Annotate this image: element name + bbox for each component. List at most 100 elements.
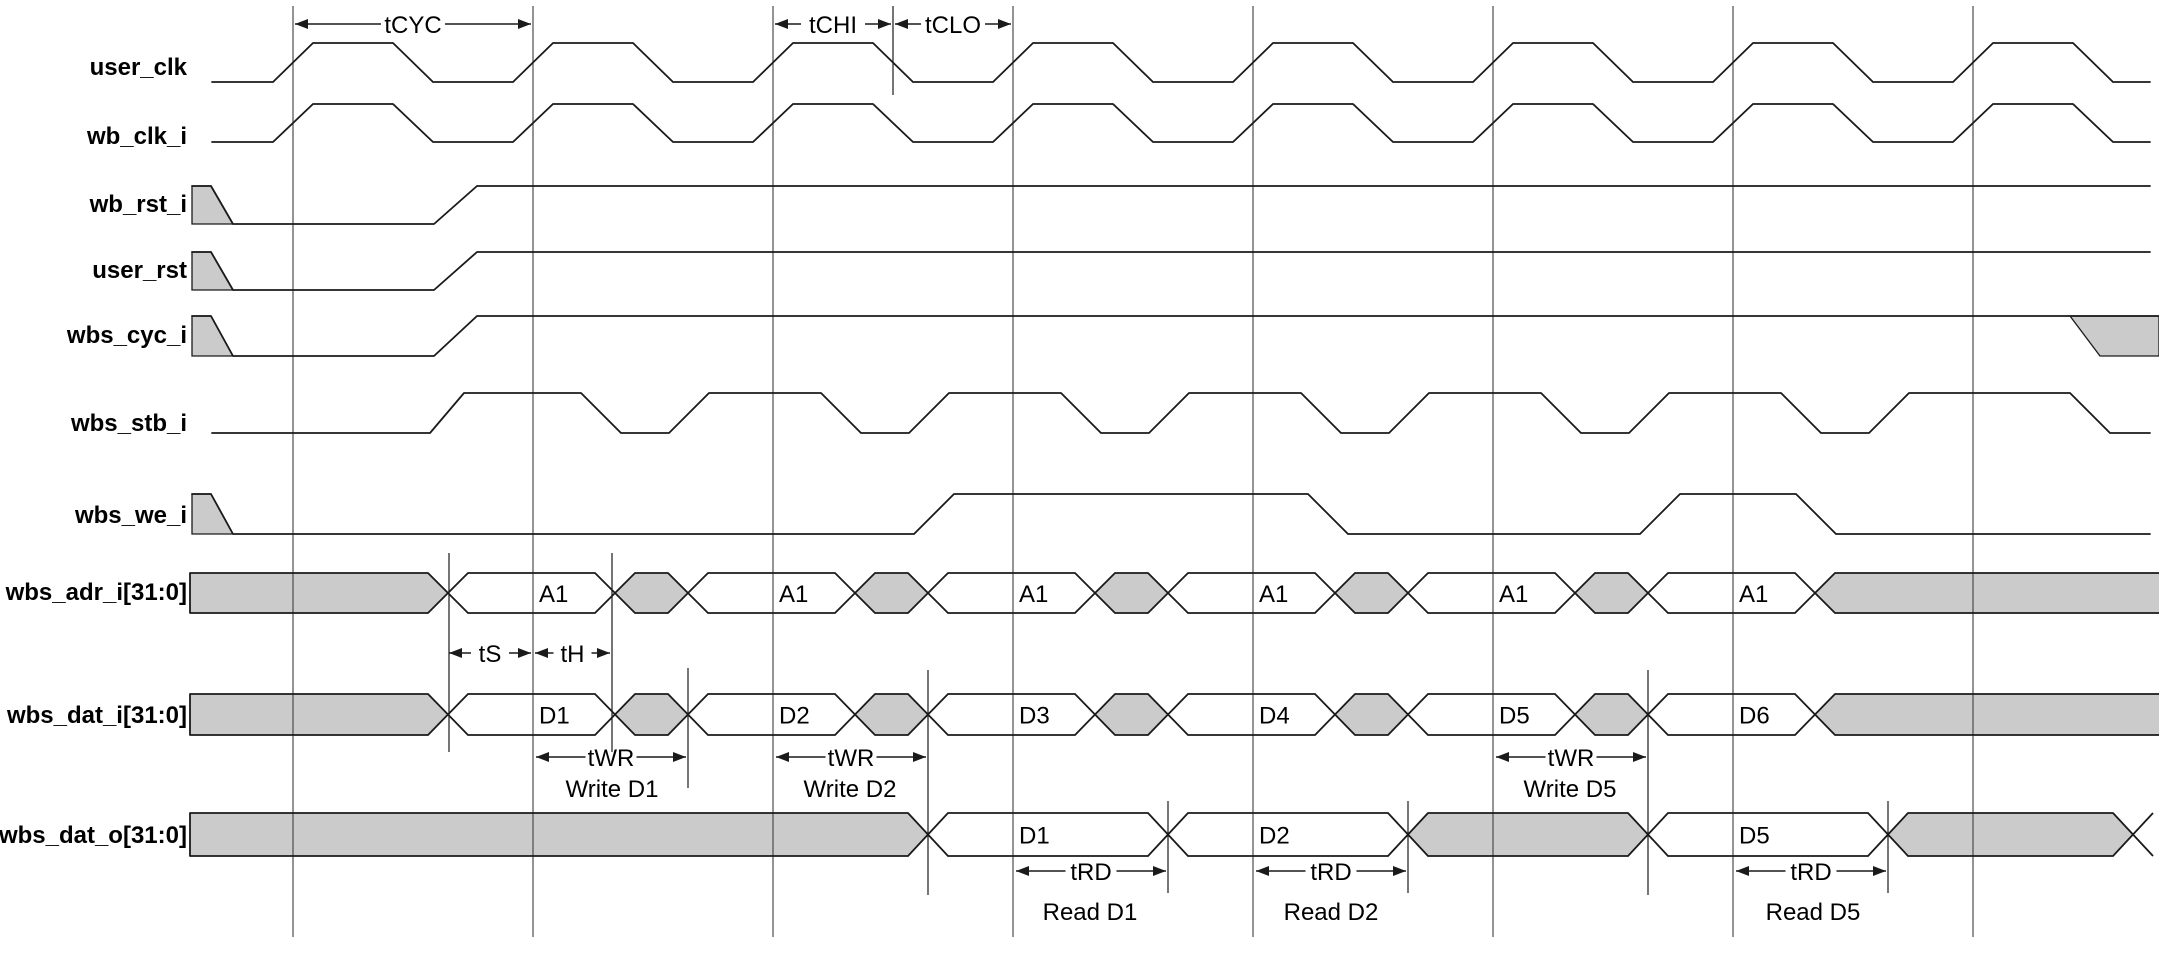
waveform-wbs_stb_i [211,392,2151,434]
signal-waveforms [191,42,2159,535]
bus-valid-fill-wbs_dat_i[31:0] [1168,694,1335,735]
dim-label-tCHI: tCHI [809,12,857,39]
arrowhead-left [536,752,549,762]
bus-valid-fill-wbs_dat_o[31:0] [1648,813,1888,856]
signal-label-wbs_cyc_i: wbs_cyc_i [66,322,187,349]
bus-value-wbs_adr_i[31:0]: A1 [1499,581,1528,608]
dim-label-tS: tS [479,641,502,668]
unknown-wedge-wbs_we_i [191,493,235,535]
bus-unknown-fill-wbs_dat_i[31:0] [615,694,688,735]
note-read-d5: Read D5 [1766,899,1861,926]
bus-value-wbs_dat_o[31:0]: D2 [1259,823,1290,850]
bus-unknown-fill-wbs_dat_i[31:0] [1095,694,1168,735]
signal-label-wbs_stb_i: wbs_stb_i [70,410,187,437]
signal-label-wbs_we_i: wbs_we_i [74,502,187,529]
dimension-tS: tS [449,641,531,668]
bus-open-end-wbs_dat_o[31:0] [2132,812,2154,857]
arrowhead-left [535,648,548,658]
dim-label-tRD: tRD [1070,859,1111,886]
dim-label-tRD: tRD [1310,859,1351,886]
signal-label-wb_clk_i: wb_clk_i [86,123,187,150]
bus-unknown-fill-wbs_adr_i[31:0] [1335,573,1408,613]
bus-outline-wbs_adr_i[31:0] [189,572,449,614]
dim-label-tWR: tWR [588,745,635,772]
bus-unknown-fill-wbs_dat_i[31:0] [1575,694,1648,735]
bus-value-wbs_dat_i[31:0]: D6 [1739,703,1770,730]
bus-unknown-fill-wbs_dat_o[31:0] [1408,813,1648,856]
bus-unknown-fill-wbs_adr_i[31:0] [855,573,928,613]
arrowhead-left [295,19,308,29]
bus-unknown-fill-wbs_adr_i[31:0] [1815,573,2159,613]
arrowhead-right [1393,866,1406,876]
waveform-wb_clk_i [211,103,2151,143]
bus-valid-fill-wbs_dat_i[31:0] [688,694,855,735]
bus-unknown-fill-wbs_adr_i[31:0] [615,573,688,613]
signal-label-wb_rst_i: wb_rst_i [89,191,187,218]
dimension-tH: tH [535,641,610,668]
bus-value-wbs_adr_i[31:0]: A1 [1739,581,1768,608]
signal-label-wbs_adr_i[31:0]: wbs_adr_i[31:0] [5,579,187,606]
dimension-tRD: tRD [1256,859,1406,886]
bus-unknown-fill-wbs_dat_i[31:0] [855,694,928,735]
arrowhead-left [776,752,789,762]
dim-label-tWR: tWR [828,745,875,772]
arrowhead-left [775,19,788,29]
arrowhead-left [1256,866,1269,876]
dimension-tWR: tWR [536,745,686,772]
dim-label-tCYC: tCYC [384,12,441,39]
bus-value-wbs_dat_i[31:0]: D4 [1259,703,1290,730]
dimension-arrows: tCYC tCHI tCLO tS tH tWR tWR tWR tRD tRD tRD [295,12,1886,886]
tick-marks [448,6,1889,895]
bus-valid-fill-wbs_dat_i[31:0] [448,694,615,735]
note-write-d2: Write D2 [804,776,897,803]
gridlines [292,6,1974,937]
arrowhead-right [1153,866,1166,876]
unknown-wedge-wbs_cyc_i [191,315,235,357]
bus-valid-fill-wbs_adr_i[31:0] [1408,573,1575,613]
dimension-tWR: tWR [1496,745,1646,772]
bus-valid-fill-wbs_dat_i[31:0] [928,694,1095,735]
unknown-wedge-user_rst [191,251,235,291]
note-read-d1: Read D1 [1043,899,1138,926]
bus-unknown-fill-wbs_dat_i[31:0] [1815,694,2159,735]
arrowhead-right [673,752,686,762]
dimension-tCLO: tCLO [895,12,1011,39]
bus-valid-fill-wbs_adr_i[31:0] [688,573,855,613]
bus-value-wbs_adr_i[31:0]: A1 [779,581,808,608]
bus-outline-wbs_dat_i[31:0] [1814,693,2159,736]
bus-valid-fill-wbs_adr_i[31:0] [928,573,1095,613]
bus-valid-fill-wbs_dat_o[31:0] [1168,813,1408,856]
arrowhead-right [878,19,891,29]
bus-outline-wbs_dat_o[31:0] [189,812,929,857]
bus-valid-fill-wbs_adr_i[31:0] [1168,573,1335,613]
bus-valid-fill-wbs_dat_i[31:0] [1408,694,1575,735]
dim-label-tH: tH [561,641,585,668]
dimension-tWR: tWR [776,745,926,772]
arrowhead-left [1736,866,1749,876]
bus-value-wbs_adr_i[31:0]: A1 [1019,581,1048,608]
dimension-tCYC: tCYC [295,12,531,39]
bus-unknown-fill-wbs_dat_i[31:0] [190,694,448,735]
note-read-d2: Read D2 [1284,899,1379,926]
bus-value-wbs_dat_o[31:0]: D1 [1019,823,1050,850]
arrowhead-right [1873,866,1886,876]
bus-value-wbs_adr_i[31:0]: A1 [1259,581,1288,608]
bus-outline-wbs_dat_i[31:0] [189,693,449,736]
arrowhead-left [895,19,908,29]
dimension-tRD: tRD [1736,859,1886,886]
bus-unknown-fill-wbs_dat_o[31:0] [190,813,928,856]
dim-label-tWR: tWR [1548,745,1595,772]
bus-value-wbs_dat_i[31:0]: D1 [539,703,570,730]
waveform-wb_rst_i [191,185,2151,225]
arrowhead-right [597,648,610,658]
bus-unknown-fill-wbs_adr_i[31:0] [190,573,448,613]
arrowhead-right [913,752,926,762]
bus-valid-fill-wbs_dat_i[31:0] [1648,694,1815,735]
bus-value-wbs_dat_i[31:0]: D2 [779,703,810,730]
bus-unknown-fill-wbs_dat_o[31:0] [1888,813,2133,856]
waveform-user_clk [211,42,2151,83]
dim-label-tRD: tRD [1790,859,1831,886]
bus-valid-fill-wbs_adr_i[31:0] [1648,573,1815,613]
